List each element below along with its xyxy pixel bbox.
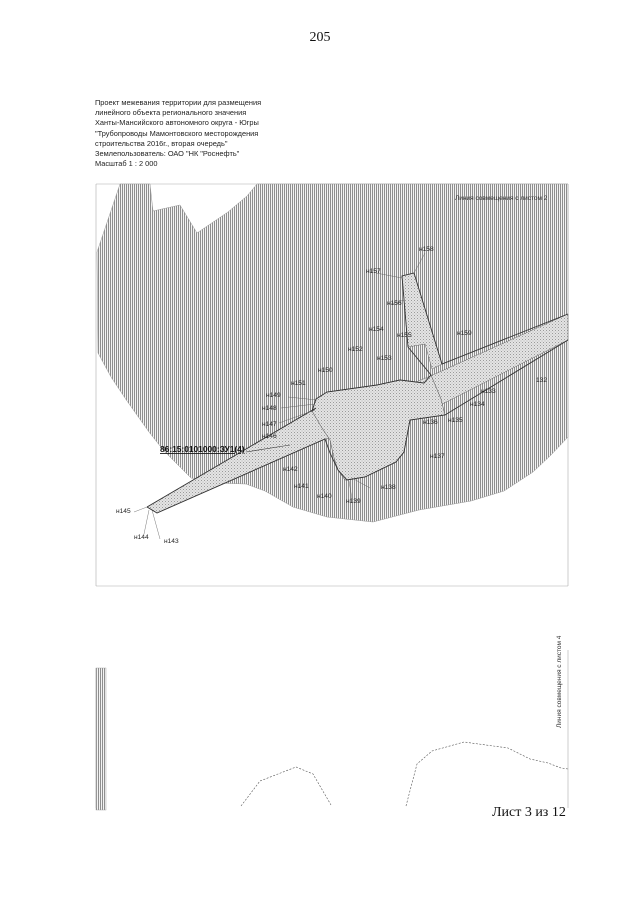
point-label: н138 (381, 484, 396, 491)
title-line-2: линейного объекта регионального значения (95, 108, 247, 118)
lower-dashed-outline-1 (240, 766, 332, 807)
point-label: н150 (318, 367, 333, 374)
scale-line: Масштаб 1 : 2 000 (95, 159, 158, 169)
point-label: н149 (266, 392, 281, 399)
title-line-1: Проект межевания территории для размещен… (95, 98, 262, 107)
lower-dashed-outline-2 (405, 741, 569, 807)
point-label: н139 (346, 498, 361, 505)
point-label: н142 (283, 466, 298, 473)
point-label: н134 (470, 401, 485, 408)
point-label: н152 (348, 346, 363, 353)
parcel-boundary-north (146, 272, 569, 508)
leader-lines (133, 252, 426, 540)
sheet-number-label: Лист 3 из 12 (492, 805, 566, 820)
match-line-sheet-2: Линия совмещения с листом 2 (455, 195, 548, 202)
match-line-sheet-4: Линия совмещения с листом 4 (556, 635, 563, 728)
point-label: н137 (430, 453, 445, 460)
parcel-boundary (146, 339, 569, 514)
point-label: н143 (164, 538, 179, 545)
map-title-block: Проект межевания территории для размещен… (95, 98, 261, 169)
point-label: н148 (262, 405, 277, 412)
point-label: н157 (366, 268, 381, 275)
title-line-5: строительства 2016г., вторая очередь" (95, 138, 228, 148)
lower-hatched-strip (95, 667, 107, 811)
point-label: н147 (262, 421, 277, 428)
point-label: 132 (536, 377, 547, 384)
point-label: н153 (377, 355, 392, 362)
point-label: н154 (369, 326, 384, 333)
point-label: н144 (134, 534, 149, 541)
page-number: 205 (309, 30, 331, 45)
point-label: н156 (387, 300, 402, 307)
forest-area (96, 183, 569, 523)
point-label: н145 (116, 508, 131, 515)
point-label: н135 (448, 417, 463, 424)
parcel-id-label: 86:15:0101000:ЗУ1(4) (160, 444, 245, 454)
point-label: н155 (397, 332, 412, 339)
title-line-3: Ханты-Мансийского автономного округа - Ю… (95, 118, 259, 128)
point-label: н136 (423, 419, 438, 426)
point-label: н133 (481, 388, 496, 395)
land-user-line: Землепользователь: ОАО "НК "Роснефть" (95, 149, 240, 159)
title-line-4: "Трубопроводы Мамонтовского месторождени… (95, 128, 259, 138)
lower-map-fragment (95, 650, 569, 811)
point-label: н158 (419, 246, 434, 253)
point-label: н146 (262, 433, 277, 440)
point-label: н151 (291, 380, 306, 387)
point-label: н140 (317, 493, 332, 500)
point-label: н141 (294, 483, 309, 490)
parcel-id-leader (245, 444, 291, 453)
point-label: н159 (457, 330, 472, 337)
